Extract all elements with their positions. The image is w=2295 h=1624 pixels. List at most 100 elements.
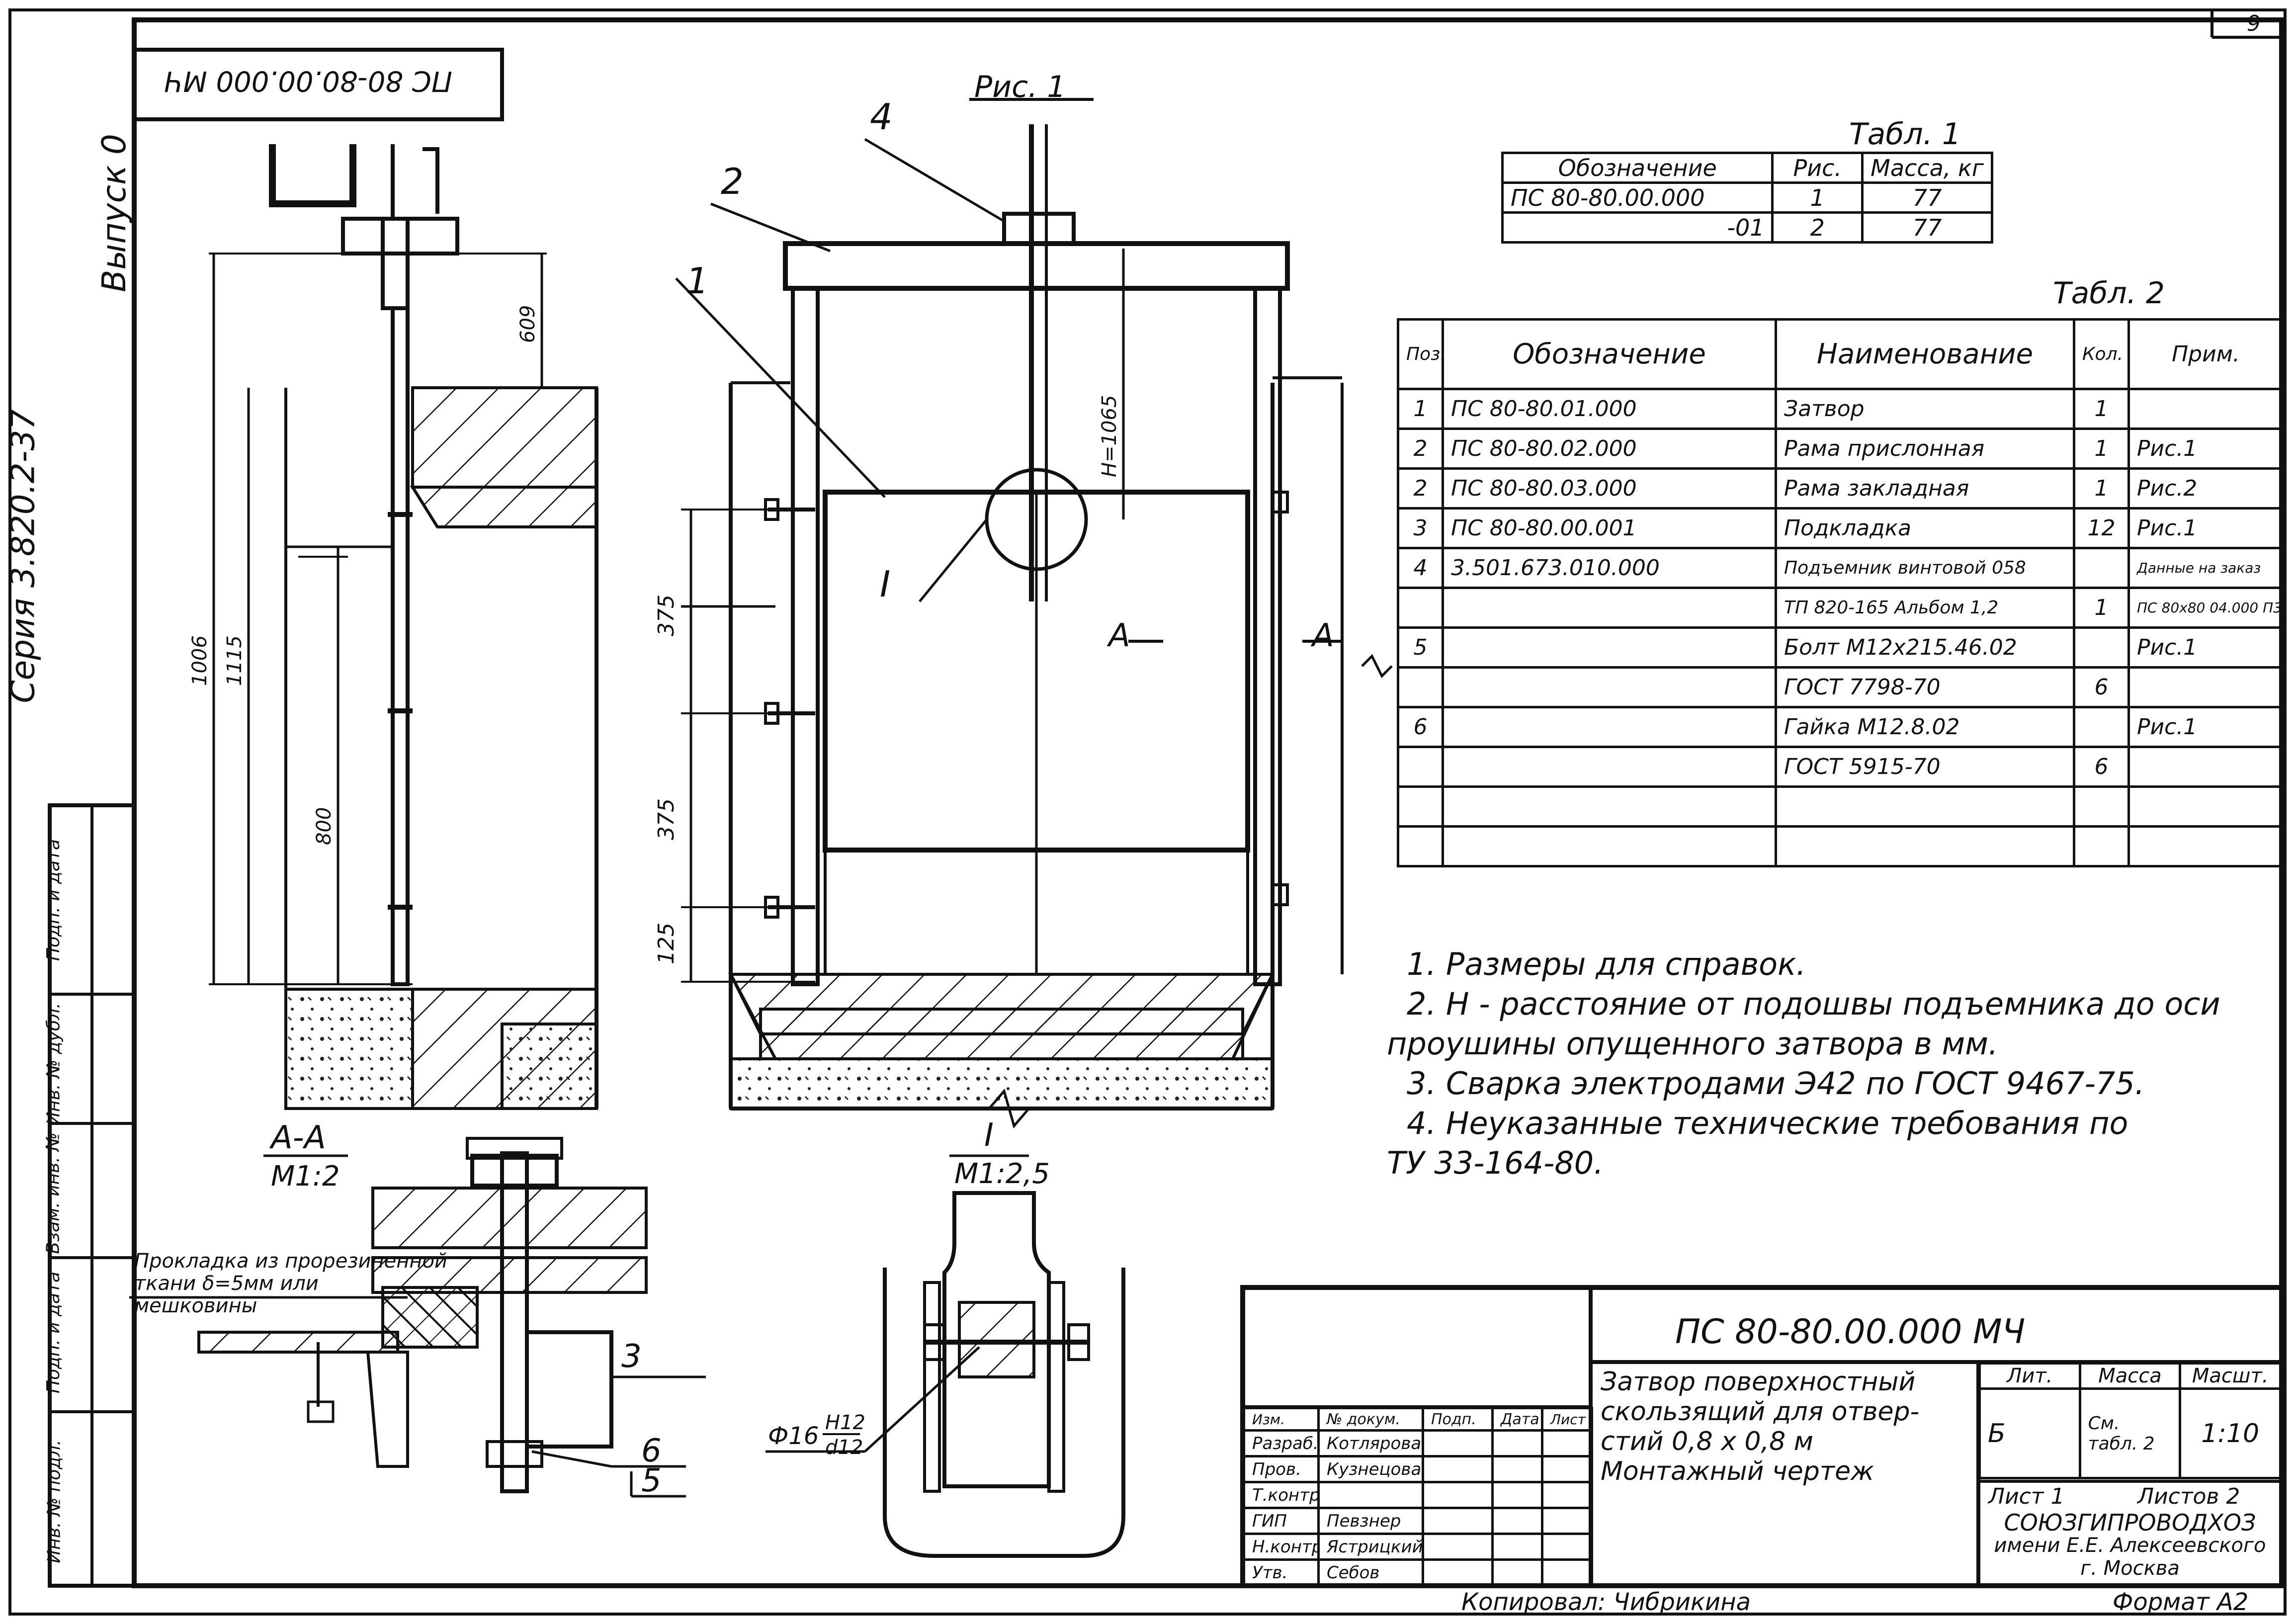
- table2-cell: 1: [2073, 427, 2130, 470]
- staff-header: № докум.: [1317, 1407, 1424, 1432]
- staff-cell: [1422, 1481, 1494, 1509]
- table2-cell: [2073, 547, 2130, 589]
- page-number: 9: [2247, 11, 2261, 36]
- table1-header: Рис.: [1771, 152, 1864, 184]
- table-row: Разраб.Котлярова: [1243, 1429, 1593, 1457]
- table2-header: Поз.: [1397, 318, 1444, 390]
- table2-cell: ПС 80-80.01.000: [1442, 388, 1777, 430]
- staff-cell: [1541, 1429, 1593, 1457]
- table2-cell: ПС 80-80.00.001: [1442, 507, 1777, 549]
- table2-cell: ГОСТ 5915-70: [1775, 746, 2075, 788]
- note-line: 2. Н - расстояние от подошвы подъемника …: [1407, 986, 2220, 1022]
- table1-cell: -01: [1501, 211, 1774, 244]
- table2-cell: Данные на заказ: [2127, 547, 2284, 589]
- table-row: [1397, 825, 2284, 867]
- table2-cell: [2127, 825, 2284, 867]
- gasket-note-1: Прокладка из прорезиненной: [134, 1250, 447, 1273]
- staff-cell: [1541, 1533, 1593, 1561]
- table2-cell: 3.501.673.010.000: [1442, 547, 1777, 589]
- callout-a-right: А: [1310, 617, 1334, 654]
- callout-3: 3: [621, 1338, 642, 1375]
- table2-cell: Рис.1: [2127, 706, 2284, 748]
- dim-125: 125: [654, 923, 679, 964]
- side-label-3: Взам. инв. №: [43, 1132, 64, 1254]
- table2-header: Кол.: [2073, 318, 2130, 390]
- mass-table: Обозначение Рис. Масса, кг ПС 80-80.00.0…: [1501, 152, 1993, 244]
- staff-cell: [1491, 1429, 1543, 1457]
- table2-cell: [1775, 785, 2075, 828]
- table2-cell: ПС 80-80.03.000: [1442, 467, 1777, 510]
- title-line: Монтажный чертеж: [1601, 1456, 1874, 1486]
- org-line: имени Е.Е. Алексеевского: [1994, 1534, 2266, 1557]
- table2-cell: [1442, 706, 1777, 748]
- callout-leaders: [675, 138, 1005, 608]
- mass-header: Масса: [2078, 1362, 2182, 1390]
- table2-cell: 5: [1397, 626, 1444, 669]
- table2-title: Табл. 2: [2053, 276, 2165, 311]
- table1-header: Масса, кг: [1861, 152, 1993, 184]
- fit-tol-bottom: d12: [825, 1436, 863, 1459]
- table2-cell: [2127, 666, 2284, 708]
- table2-header: Прим.: [2127, 318, 2284, 390]
- table1-title: Табл. 1: [1849, 117, 1961, 152]
- front-view: [681, 98, 1393, 1129]
- table2-cell: Рис.1: [2127, 626, 2284, 669]
- table2-cell: [1442, 825, 1777, 867]
- staff-cell: Певзнер: [1317, 1507, 1424, 1535]
- title-line: стий 0,8 х 0,8 м: [1601, 1427, 1813, 1456]
- staff-cell: [1422, 1455, 1494, 1483]
- side-label-4: Инв. № дубл.: [43, 1003, 64, 1125]
- table-row: 6 Гайка М12.8.02 Рис.1: [1397, 706, 2284, 748]
- table2-cell: Рама закладная: [1775, 467, 2075, 510]
- callout-a-left: А: [1106, 617, 1130, 654]
- detail-i: [765, 1154, 1125, 1558]
- staff-cell: Т.контр.: [1243, 1481, 1320, 1509]
- dim-h: Н=1065: [1098, 395, 1121, 477]
- note-line: 3. Сварка электродами Э42 по ГОСТ 9467-7…: [1407, 1065, 2145, 1102]
- table2-cell: Гайка М12.8.02: [1775, 706, 2075, 748]
- table2-cell: 6: [1397, 706, 1444, 748]
- table2-cell: [2127, 746, 2284, 788]
- table2-cell: Рама прислонная: [1775, 427, 2075, 470]
- lit-header: Лит.: [1978, 1362, 2081, 1390]
- section-aa: [129, 1137, 706, 1498]
- table2-cell: Подкладка: [1775, 507, 2075, 549]
- table2-cell: Рис.1: [2127, 427, 2284, 470]
- sheet-count: Листов 2: [2137, 1484, 2240, 1509]
- staff-cell: [1491, 1533, 1543, 1561]
- title-block-code: ПС 80-80.00.000 МЧ: [1675, 1312, 2026, 1352]
- fit-tol-top: Н12: [825, 1411, 865, 1434]
- dim-609: 609: [516, 305, 539, 343]
- table2-cell: 1: [2073, 388, 2130, 430]
- table2-cell: [1442, 785, 1777, 828]
- staff-cell: [1422, 1533, 1494, 1561]
- lit-value: Б: [1978, 1387, 2081, 1479]
- dim-1006: 1006: [188, 635, 211, 686]
- callout-5: 5: [641, 1462, 662, 1499]
- staff-cell: [1422, 1429, 1494, 1457]
- section-aa-scale: М1:2: [271, 1160, 340, 1193]
- title-line: Затвор поверхностный: [1601, 1367, 1916, 1397]
- table2-cell: [1397, 587, 1444, 629]
- table-row: -01 2 77: [1501, 211, 1993, 244]
- table2-cell: 2: [1397, 467, 1444, 510]
- staff-header: Лист: [1541, 1407, 1593, 1432]
- side-label-5: Подп. и дата: [43, 839, 64, 961]
- fit-diameter: Ф16: [768, 1422, 819, 1450]
- note-line: 1. Размеры для справок.: [1407, 946, 1806, 982]
- staff-header: Подп.: [1422, 1407, 1494, 1432]
- dim-375-bottom: 375: [654, 798, 679, 840]
- side-view: [209, 144, 598, 1110]
- table2-cell: 6: [2073, 746, 2130, 788]
- table1-cell: ПС 80-80.00.000: [1501, 181, 1774, 214]
- side-label-1: Инв. № подл.: [44, 1440, 65, 1563]
- table2-cell: [1397, 785, 1444, 828]
- staff-cell: [1422, 1558, 1494, 1587]
- table1-cell: 2: [1771, 211, 1864, 244]
- staff-cell: Кузнецова: [1317, 1455, 1424, 1483]
